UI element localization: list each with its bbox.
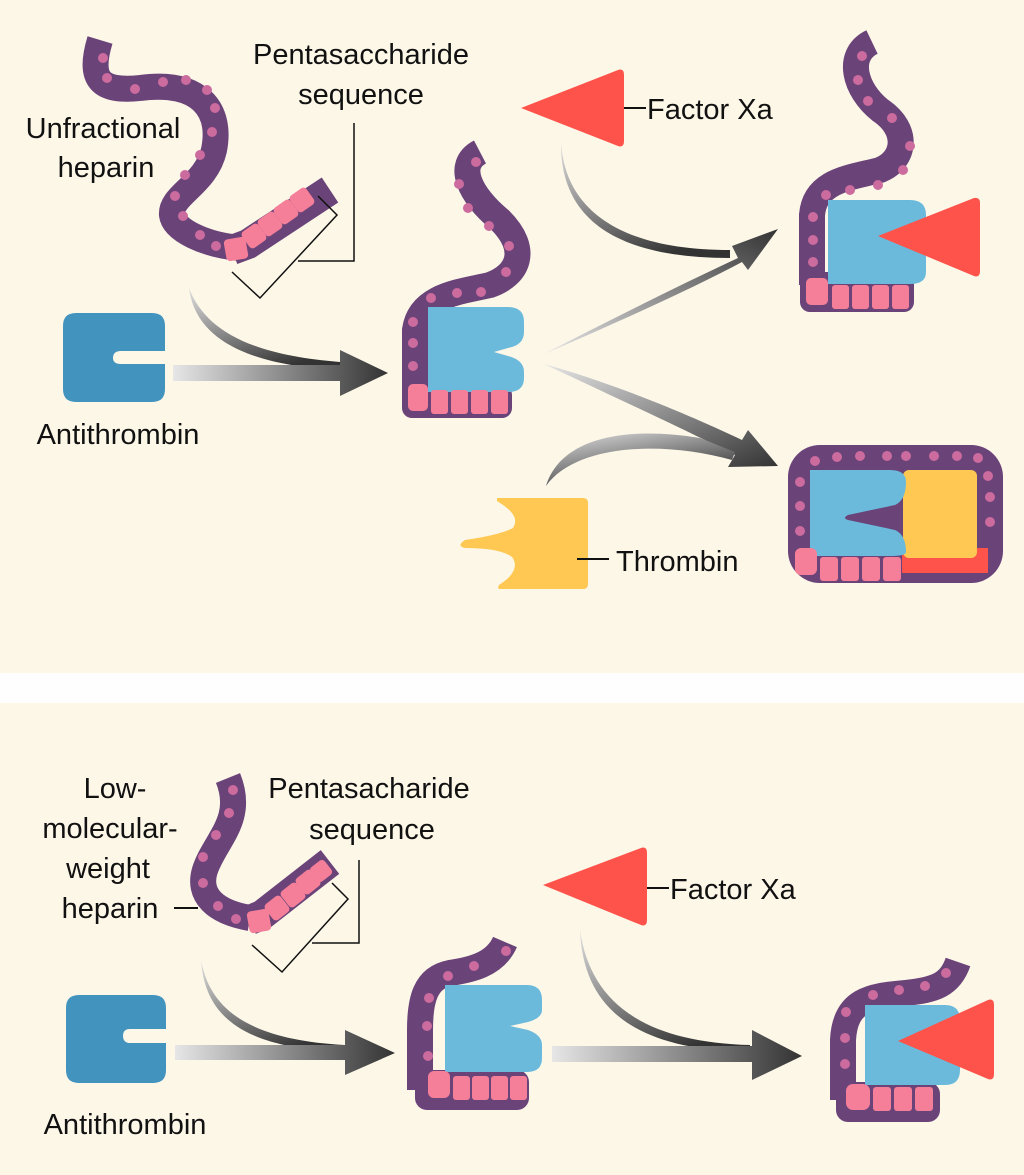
panel-separator [0, 673, 1024, 703]
factor-xa-triangle-lmw [543, 847, 647, 926]
heparin-sulfate-dots [98, 53, 221, 251]
pentasaccharide-bracket [231, 123, 355, 300]
arrow-factor-xa-to-complex [560, 142, 730, 258]
unfractionated-heparin-chain [82, 36, 339, 265]
thrombin-shape [460, 498, 588, 589]
label-factor-xa-lmw: Factor Xa [670, 874, 797, 906]
label-thrombin: Thrombin [616, 546, 739, 578]
label-factor-xa: Factor Xa [647, 94, 774, 126]
pentasaccharide-bracket-lmw [251, 860, 360, 974]
pentasaccharide-segment [223, 177, 339, 265]
label-unfractionated-heparin-line2: heparin [58, 152, 155, 184]
factor-xa-inhibited-complex [799, 30, 980, 312]
lmw-heparin-antithrombin-complex [407, 935, 542, 1110]
label-unfractionated-heparin-line1: Unfractional [26, 113, 181, 145]
thrombin-inhibited-complex [788, 445, 1003, 583]
heparin-antithrombin-complex [402, 140, 531, 418]
label-pentasaccharide-line1: Pentasaccharide [253, 39, 469, 71]
label-pentasaccharide-line2: sequence [298, 79, 424, 111]
label-antithrombin-lmw: Antithrombin [44, 1109, 207, 1141]
label-lmw-heparin-line4: heparin [62, 893, 159, 925]
antithrombin-free-shape-lmw [66, 995, 166, 1083]
label-lmw-heparin-line1: Low- [84, 773, 147, 805]
lmw-heparin-chain [190, 773, 340, 934]
arrow-complex-to-factor-xa-inhibited [544, 229, 778, 354]
label-pentasacharide-lmw-line2: sequence [309, 814, 435, 846]
label-antithrombin: Antithrombin [37, 419, 200, 451]
label-lmw-heparin-line3: weight [65, 853, 150, 885]
arrow-heparin-to-complex [189, 288, 340, 370]
arrow-thrombin-to-complex [546, 433, 735, 486]
arrow-complex-to-factor-xa-inhibited-lmw [552, 1030, 802, 1080]
pentasaccharide-segment-lmw [244, 850, 340, 934]
antithrombin-free-shape [63, 313, 165, 402]
arrow-antithrombin-to-complex [173, 350, 388, 396]
arrow-complex-to-thrombin-inhibited [544, 364, 778, 467]
factor-xa-triangle [521, 69, 624, 147]
label-pentasacharide-lmw-line1: Pentasacharide [268, 773, 470, 805]
lmw-factor-xa-inhibited-complex [830, 957, 994, 1122]
arrow-antithrombin-to-complex-lmw [175, 1030, 395, 1075]
label-lmw-heparin-line2: molecular- [42, 813, 177, 845]
